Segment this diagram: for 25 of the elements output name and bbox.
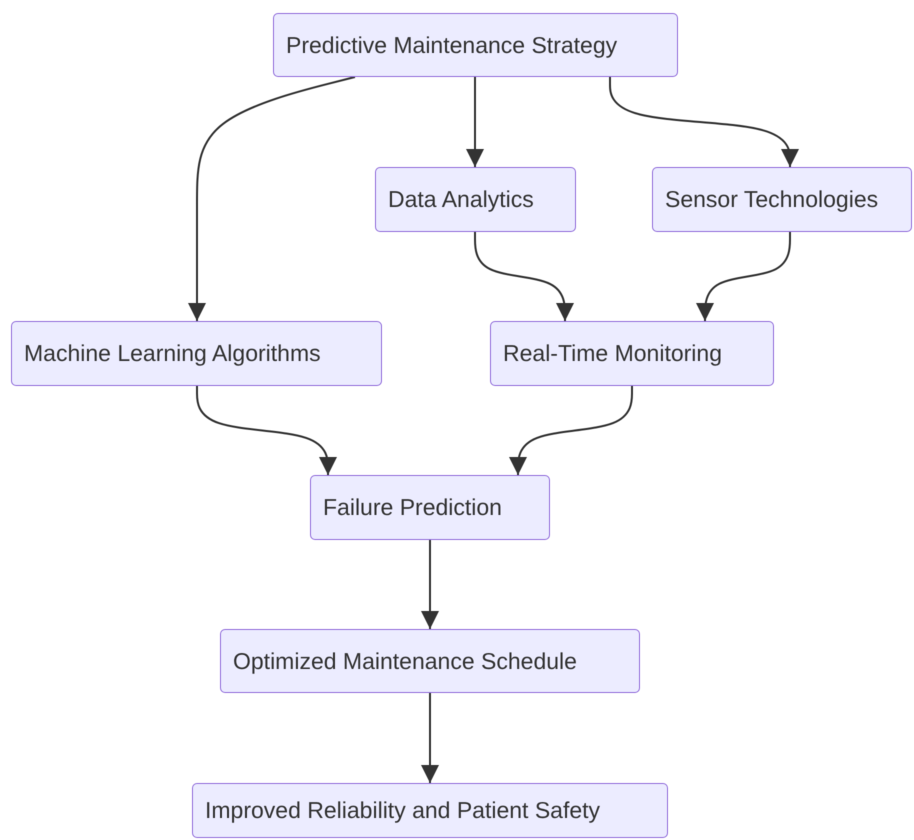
arrow: [196, 386, 337, 475]
process-box: [220, 629, 640, 693]
process-box: [375, 167, 576, 232]
process-box: [192, 783, 668, 838]
node-label: Machine Learning Algorithms: [24, 340, 321, 367]
process-box: [310, 475, 550, 540]
process-box: [273, 13, 678, 77]
arrow: [609, 77, 799, 167]
process-box: [652, 167, 912, 232]
node-label: Failure Prediction: [323, 494, 502, 521]
node-label: Sensor Technologies: [665, 186, 878, 213]
node-label: Improved Reliability and Patient Safety: [205, 797, 600, 824]
process-box: [11, 321, 382, 386]
arrow: [421, 540, 439, 629]
arrow: [188, 76, 356, 321]
arrow: [696, 232, 791, 321]
process-box: [490, 321, 774, 386]
node-label: Optimized Maintenance Schedule: [233, 648, 577, 674]
node-label: Predictive Maintenance Strategy: [286, 32, 618, 58]
node-label: Data Analytics: [388, 186, 534, 213]
arrow: [474, 232, 574, 321]
arrow: [466, 77, 484, 167]
node-label: Real-Time Monitoring: [503, 340, 722, 367]
arrow: [509, 386, 633, 475]
arrow: [421, 693, 439, 783]
